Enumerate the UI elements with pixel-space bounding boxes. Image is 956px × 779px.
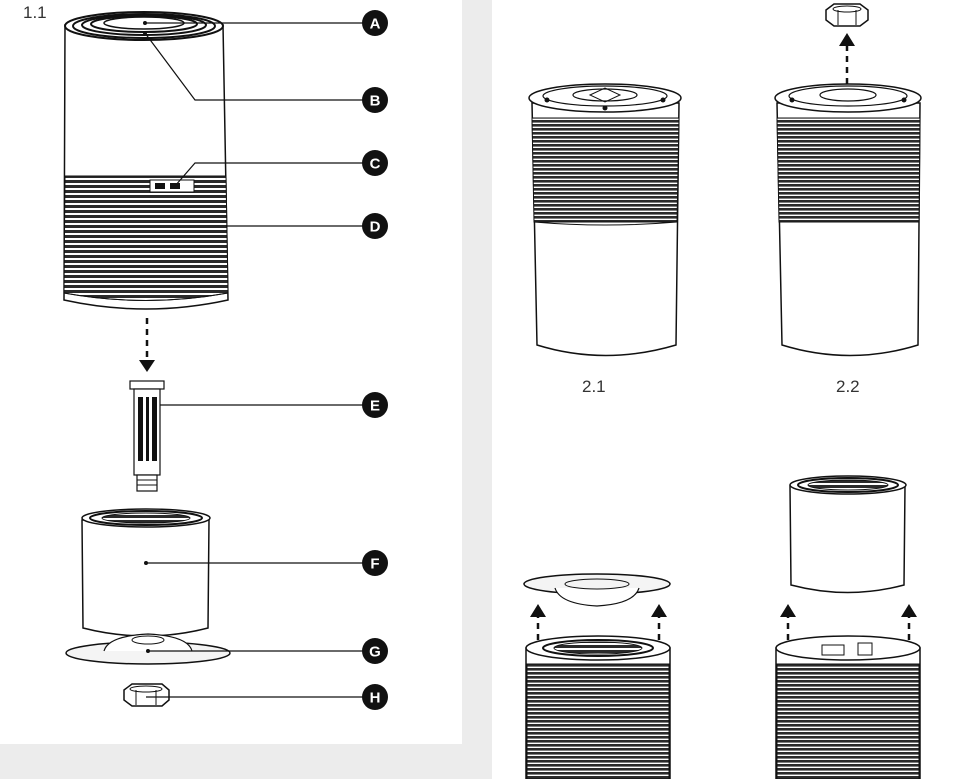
part-f-filter xyxy=(81,508,211,637)
callout-e: E xyxy=(362,392,388,418)
leader-lines xyxy=(144,22,375,698)
part-h-knob xyxy=(123,683,170,707)
svg-text:C: C xyxy=(370,156,381,173)
callout-c: C xyxy=(362,150,388,176)
figure-2-2-purifier xyxy=(774,3,922,357)
purifier-main-body xyxy=(63,11,229,310)
purifier-exploded-view: A B C D E F G H xyxy=(63,10,388,710)
lifted-filter xyxy=(789,475,907,594)
figure-2-1-purifier xyxy=(528,83,682,357)
svg-text:F: F xyxy=(370,556,379,573)
lifted-base-plate xyxy=(523,573,671,607)
callout-g: G xyxy=(362,638,388,664)
figure-label-2-2: 2.2 xyxy=(836,377,860,396)
callout-d: D xyxy=(362,213,388,239)
svg-text:H: H xyxy=(370,690,381,707)
callout-b: B xyxy=(362,87,388,113)
figure-label-1-1: 1.1 xyxy=(23,3,47,22)
figure-2-4-purifier xyxy=(775,475,921,779)
callout-h: H xyxy=(362,684,388,710)
svg-text:A: A xyxy=(370,16,381,33)
removed-knob xyxy=(825,3,869,27)
svg-text:E: E xyxy=(370,398,380,415)
callout-f: F xyxy=(362,550,388,576)
svg-text:D: D xyxy=(370,219,381,236)
figure-label-2-1: 2.1 xyxy=(582,377,606,396)
figure-2-3-purifier xyxy=(523,573,671,779)
svg-text:B: B xyxy=(370,93,381,110)
svg-text:G: G xyxy=(369,644,381,661)
part-e-motor-shaft xyxy=(129,380,165,492)
callout-a: A xyxy=(362,10,388,36)
